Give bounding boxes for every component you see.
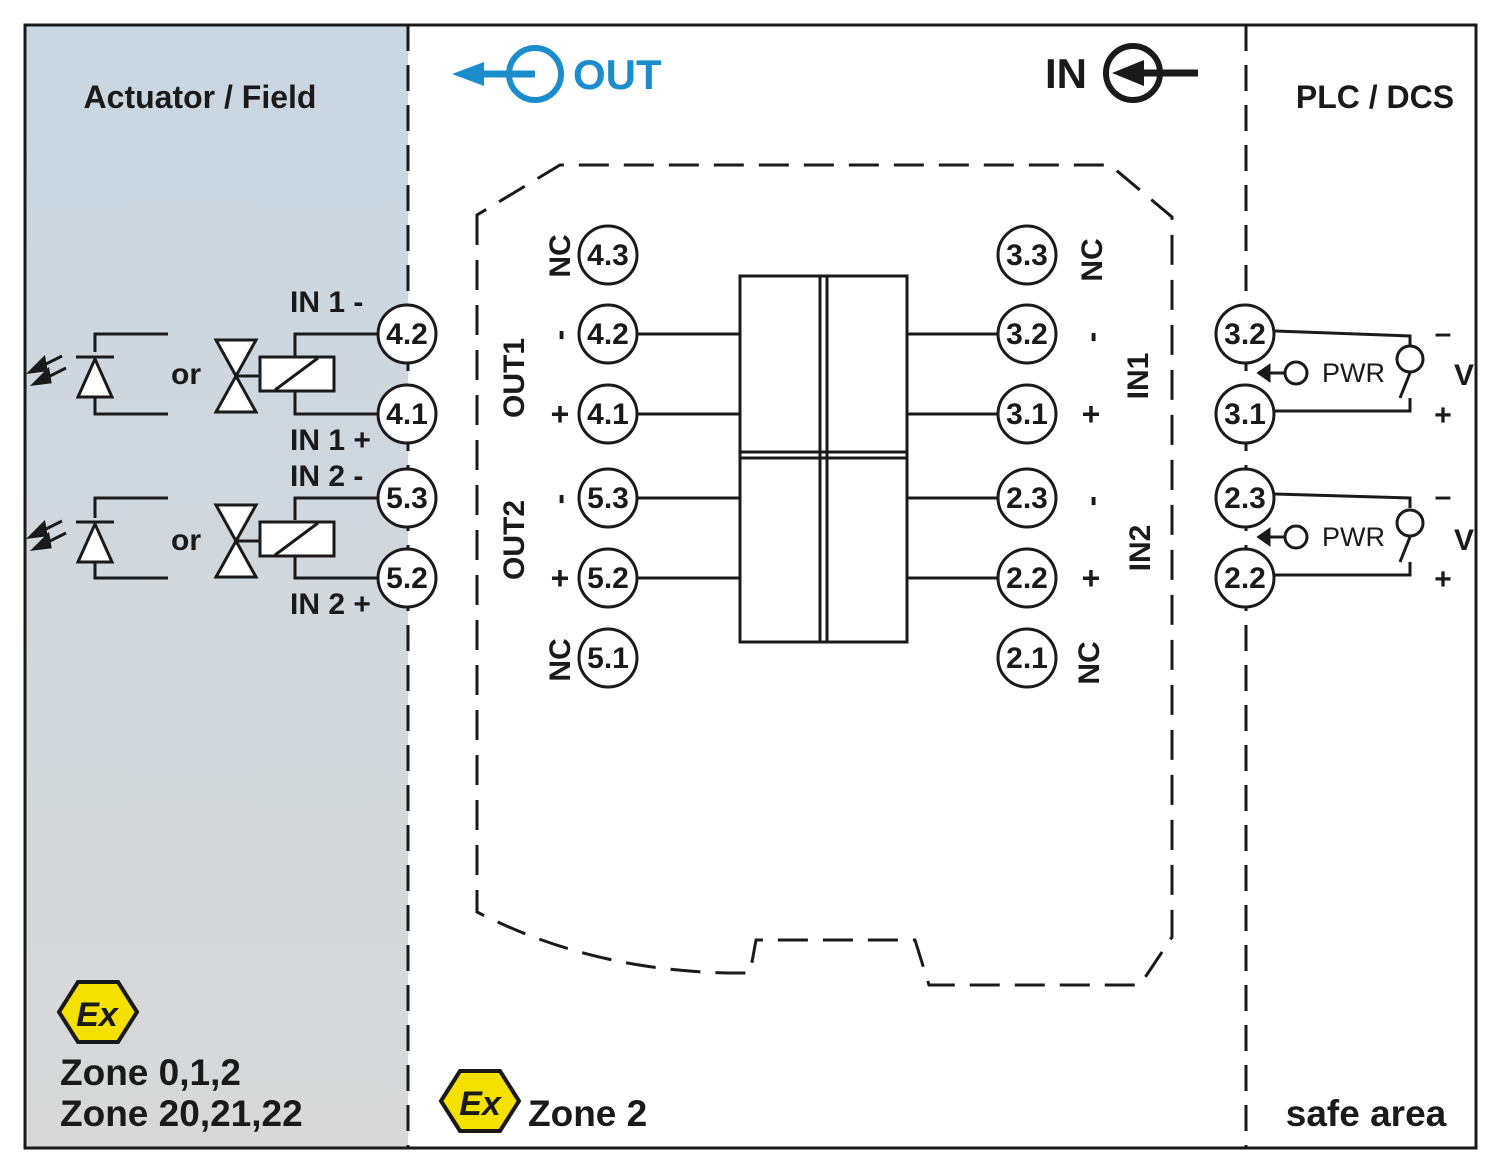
outer-frame — [23, 23, 1478, 1150]
nc-mark: NC — [544, 234, 577, 277]
plus-mark: + — [551, 396, 570, 432]
module-housing-outline — [475, 163, 1174, 987]
plc-terminals: 3.2 3.1 2.3 2.2 — [1214, 303, 1276, 609]
terminal-label: 5.2 — [386, 562, 428, 595]
terminal-label: 3.2 — [1224, 318, 1266, 351]
led-icon — [25, 354, 115, 399]
terminal-label: 3.3 — [1006, 239, 1048, 272]
terminal-label: 4.2 — [587, 318, 629, 351]
field-terminals: 4.2 4.1 5.3 5.2 — [376, 303, 438, 609]
in-label: IN — [1045, 50, 1087, 97]
plus-mark: + — [551, 560, 570, 596]
in1-label: IN1 — [1122, 353, 1155, 400]
plus-mark: + — [1434, 399, 1452, 432]
terminal-label: 2.3 — [1006, 482, 1048, 515]
plus-mark: + — [1434, 563, 1452, 596]
minus-mark: - — [1073, 332, 1109, 343]
field-zone-line2: Zone 20,21,22 — [60, 1093, 303, 1134]
terminal-label: 4.2 — [386, 318, 428, 351]
or-label: or — [171, 358, 201, 391]
field-zone-background — [25, 25, 408, 1148]
plc-wires — [1274, 329, 1412, 577]
terminal-label: 4.1 — [587, 398, 629, 431]
field-zone-line1: Zone 0,1,2 — [60, 1052, 241, 1093]
nc-mark: NC — [544, 638, 577, 681]
pwr-label: PWR — [1322, 358, 1385, 388]
safe-area-label: safe area — [1286, 1093, 1447, 1134]
led-icon — [25, 519, 115, 564]
terminal-label: 5.3 — [386, 482, 428, 515]
terminal-label: 5.3 — [587, 482, 629, 515]
in1-pos-label: IN 1 + — [290, 424, 371, 457]
terminal-label: 3.2 — [1006, 318, 1048, 351]
out2-label: OUT2 — [498, 500, 531, 580]
in2-pos-label: IN 2 + — [290, 588, 371, 621]
solenoid-valve-icon — [213, 503, 336, 579]
minus-mark: – — [1435, 317, 1452, 350]
field-title: Actuator / Field — [84, 79, 317, 115]
minus-mark: – — [1435, 480, 1452, 513]
module-left-terminals: 4.3 4.2 4.1 5.3 5.2 5.1 — [577, 224, 639, 689]
ex-hazard-icon: Ex — [56, 980, 140, 1044]
pwr-label: PWR — [1322, 522, 1385, 552]
ex-hazard-icon: Ex — [438, 1069, 522, 1133]
in2-label: IN2 — [1124, 525, 1157, 572]
switch-contact-icon — [1395, 344, 1425, 538]
minus-mark: - — [541, 494, 577, 505]
terminal-label: 3.1 — [1224, 398, 1266, 431]
v-label: V — [1454, 524, 1474, 557]
minus-mark: - — [1073, 496, 1109, 507]
svg-text:Ex: Ex — [76, 996, 120, 1034]
pwr-indicator-icon — [1256, 360, 1309, 550]
terminal-label: 5.2 — [587, 562, 629, 595]
out-label: OUT — [573, 51, 662, 98]
minus-mark: - — [541, 330, 577, 341]
terminal-label: 5.1 — [587, 642, 629, 675]
svg-text:Ex: Ex — [459, 1085, 503, 1123]
nc-mark: NC — [1073, 641, 1106, 684]
field-wires-ch2 — [93, 496, 377, 580]
solenoid-valve-icon — [213, 338, 336, 414]
out1-label: OUT1 — [498, 338, 531, 418]
or-label: or — [171, 524, 201, 557]
terminal-label: 2.2 — [1224, 562, 1266, 595]
terminal-label: 3.1 — [1006, 398, 1048, 431]
in1-neg-label: IN 1 - — [290, 286, 363, 319]
plc-title: PLC / DCS — [1296, 79, 1454, 115]
terminal-label: 2.2 — [1006, 562, 1048, 595]
terminal-label: 4.1 — [386, 398, 428, 431]
module-wires — [637, 332, 997, 580]
nc-mark: NC — [1076, 238, 1109, 281]
module-right-terminals: 3.3 3.2 3.1 2.3 2.2 2.1 — [996, 224, 1058, 689]
in-signal-icon — [1103, 43, 1198, 103]
v-label: V — [1454, 359, 1474, 392]
out-signal-icon — [452, 45, 564, 103]
terminal-label: 2.1 — [1006, 642, 1048, 675]
plus-mark: + — [1082, 560, 1101, 596]
terminal-label: 2.3 — [1224, 482, 1266, 515]
device-zone-label: Zone 2 — [528, 1093, 647, 1134]
terminal-label: 4.3 — [587, 239, 629, 272]
plus-mark: + — [1082, 396, 1101, 432]
in2-neg-label: IN 2 - — [290, 460, 363, 493]
isolation-block — [738, 274, 909, 644]
